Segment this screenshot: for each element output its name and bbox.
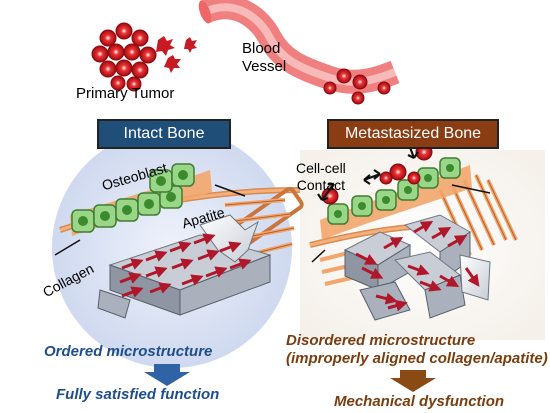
apatite-arrows-right: [355, 221, 480, 312]
metastasized-bone-label: Metastasized Bone: [344, 125, 482, 142]
down-arrow-left: [144, 364, 190, 386]
disordered-microstructure-label: Disordered microstructure (improperly al…: [286, 332, 548, 367]
down-arrow-right: [390, 370, 436, 392]
circulating-cells: [323, 68, 391, 105]
apatite-arrows-left: [119, 233, 252, 298]
primary-tumor-label: Primary Tumor: [76, 85, 175, 102]
blood-vessel: [198, 0, 400, 94]
fully-satisfied-function-label: Fully satisfied function: [56, 386, 220, 403]
intact-bone-box: Intact Bone: [97, 119, 231, 149]
primary-tumor-cells: [91, 22, 197, 92]
ordered-microstructure-label: Ordered microstructure: [44, 343, 213, 360]
osteoblast-cells: [70, 163, 212, 236]
intact-bone-label: Intact Bone: [123, 125, 205, 142]
blood-vessel-label: Blood Vessel: [242, 40, 287, 75]
cell-contact-label: Cell-cell Contact: [296, 160, 346, 193]
osteoblast-cells-right: [320, 143, 472, 240]
metastasized-bone-box: Metastasized Bone: [327, 119, 499, 149]
mechanical-dysfunction-label: Mechanical dysfunction: [334, 393, 505, 410]
